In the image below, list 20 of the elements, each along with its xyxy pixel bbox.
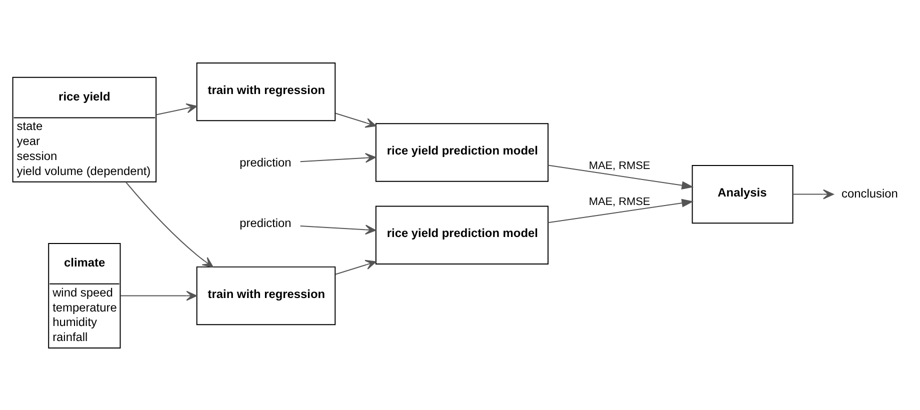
node-box: rice yield prediction model (375, 205, 549, 264)
arrow (120, 290, 198, 300)
edge-label: MAE, RMSE (588, 160, 650, 172)
arrow (334, 259, 376, 274)
arrow (548, 164, 694, 189)
arrow (792, 188, 834, 199)
edge-label: MAE, RMSE (588, 196, 650, 208)
node-box: Analysis (692, 164, 794, 224)
node-box: rice yield prediction model (375, 122, 549, 182)
node-text: prediction (240, 155, 292, 170)
arrow (334, 112, 376, 128)
arrow (300, 152, 376, 162)
node-box: train with regression (196, 62, 336, 121)
arrow (156, 102, 198, 115)
node-text: prediction (240, 216, 292, 230)
arrow (125, 181, 214, 267)
node-box: train with regression (196, 266, 336, 325)
arrow (548, 198, 694, 223)
arrow (300, 224, 376, 234)
node-text: conclusion (842, 186, 898, 200)
